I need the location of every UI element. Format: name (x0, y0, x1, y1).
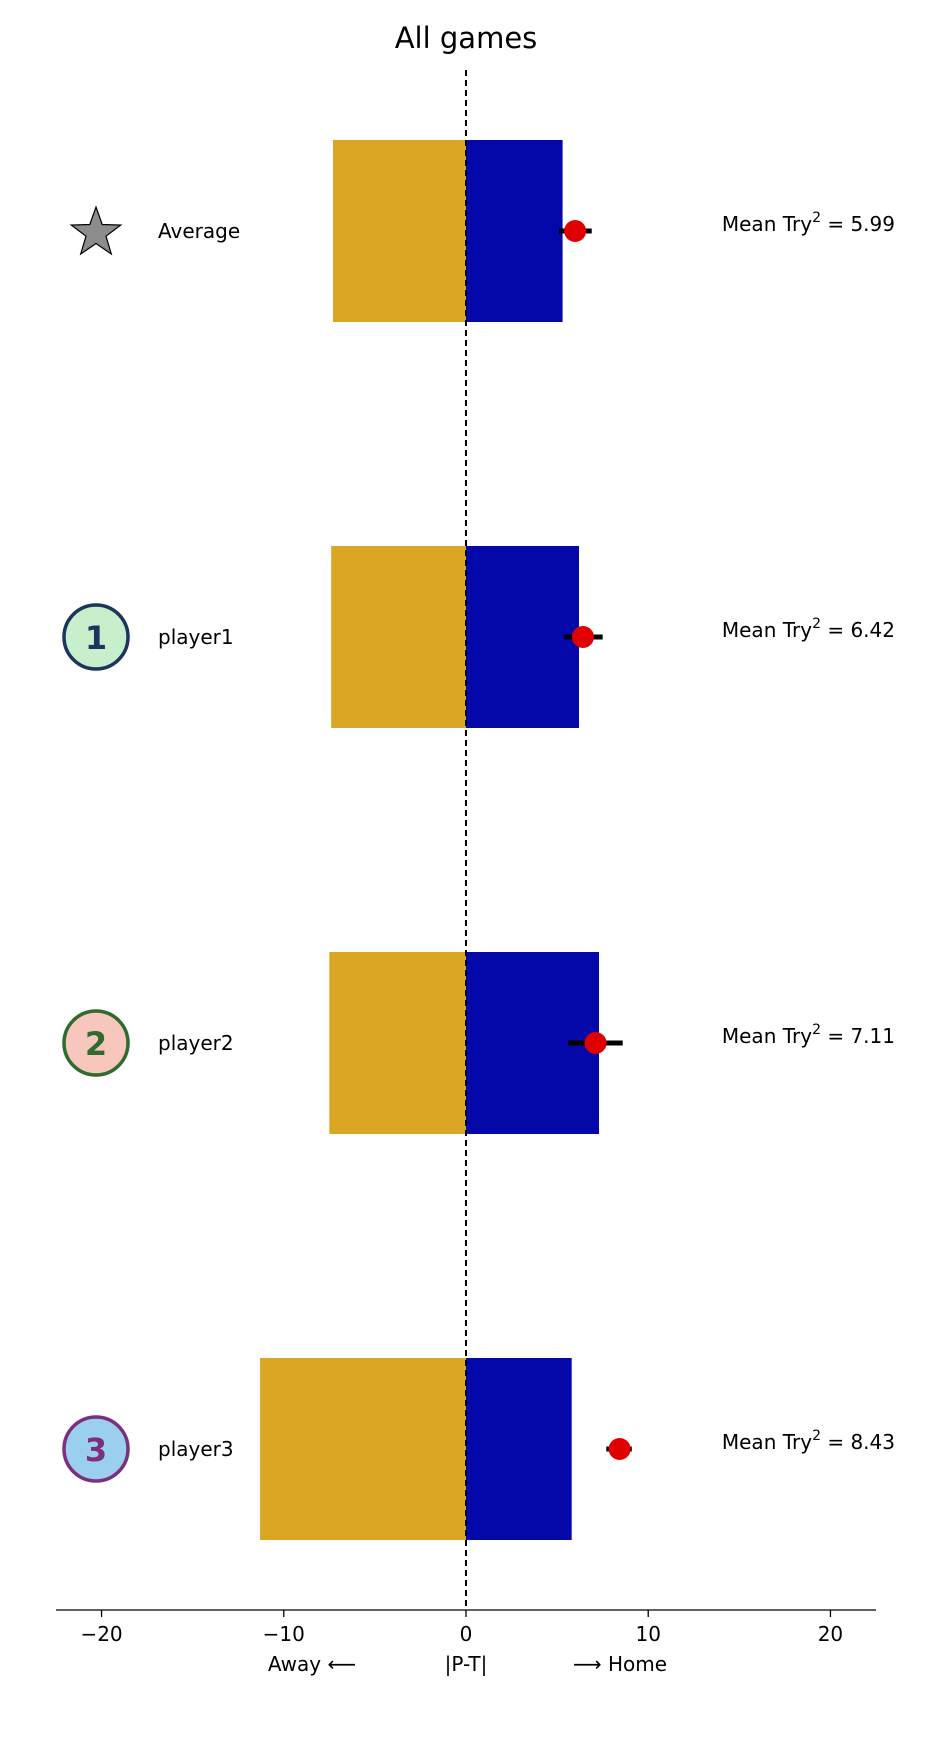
mean-try-superscript: 2 (812, 616, 821, 632)
star-icon (69, 205, 123, 256)
mean-try-superscript: 2 (812, 210, 821, 226)
away-bar-player3 (260, 1358, 466, 1540)
row-label-player2: player2 (158, 1031, 234, 1055)
x-axis-ticks: −20 −10 0 10 20 (80, 1610, 843, 1646)
mean-try-label-player3: Mean Try2 = 8.43 (722, 1428, 895, 1454)
mean-try-value: = 8.43 (821, 1430, 895, 1454)
player-badge-icon-2 (62, 1009, 130, 1077)
player-badge-number: 3 (85, 1431, 107, 1469)
row-label-player1: player1 (158, 625, 234, 649)
away-bar-player2 (329, 952, 466, 1134)
mean-try-value: = 6.42 (821, 618, 895, 642)
row-label-player3: player3 (158, 1437, 234, 1461)
player-badge-number: 2 (85, 1025, 107, 1063)
mean-try-value: = 5.99 (821, 212, 895, 236)
bars-layer (260, 140, 600, 1540)
home-bar-player3 (466, 1358, 572, 1540)
player-badge-icon-1 (62, 603, 130, 671)
away-bar-player1 (331, 546, 466, 728)
x-tick-label: −20 (80, 1622, 122, 1646)
home-bar-player1 (466, 546, 579, 728)
mean-point-player1 (571, 626, 594, 648)
mean-try-superscript: 2 (812, 1022, 821, 1038)
markers-layer (558, 220, 632, 1460)
row-label-average: Average (158, 219, 240, 243)
xlabel-right: ⟶ Home (573, 1652, 667, 1676)
xlabel-center: |P-T| (445, 1652, 488, 1676)
x-tick-label: 10 (635, 1622, 660, 1646)
xlabel-left: Away ⟵ (268, 1652, 356, 1676)
mean-try-text: Mean Try (722, 1430, 812, 1454)
player-badge-icon-3 (62, 1415, 130, 1483)
mean-point-player3 (608, 1438, 631, 1460)
mean-try-text: Mean Try (722, 212, 812, 236)
mean-try-label-average: Mean Try2 = 5.99 (722, 210, 895, 236)
player-badge-number: 1 (85, 619, 107, 657)
x-tick-label: 0 (460, 1622, 473, 1646)
mean-try-text: Mean Try (722, 1024, 812, 1048)
x-tick-label: 20 (818, 1622, 843, 1646)
chart-title: All games (395, 21, 538, 55)
mean-point-average (564, 220, 587, 242)
mean-try-value: = 7.11 (821, 1024, 895, 1048)
mean-try-superscript: 2 (812, 1428, 821, 1444)
mean-try-label-player2: Mean Try2 = 7.11 (722, 1022, 895, 1048)
mean-try-text: Mean Try (722, 618, 812, 642)
away-bar-average (332, 140, 466, 322)
mean-point-player2 (584, 1032, 607, 1054)
x-tick-label: −10 (263, 1622, 305, 1646)
mean-try-label-player1: Mean Try2 = 6.42 (722, 616, 895, 642)
home-bar-average (466, 140, 563, 322)
